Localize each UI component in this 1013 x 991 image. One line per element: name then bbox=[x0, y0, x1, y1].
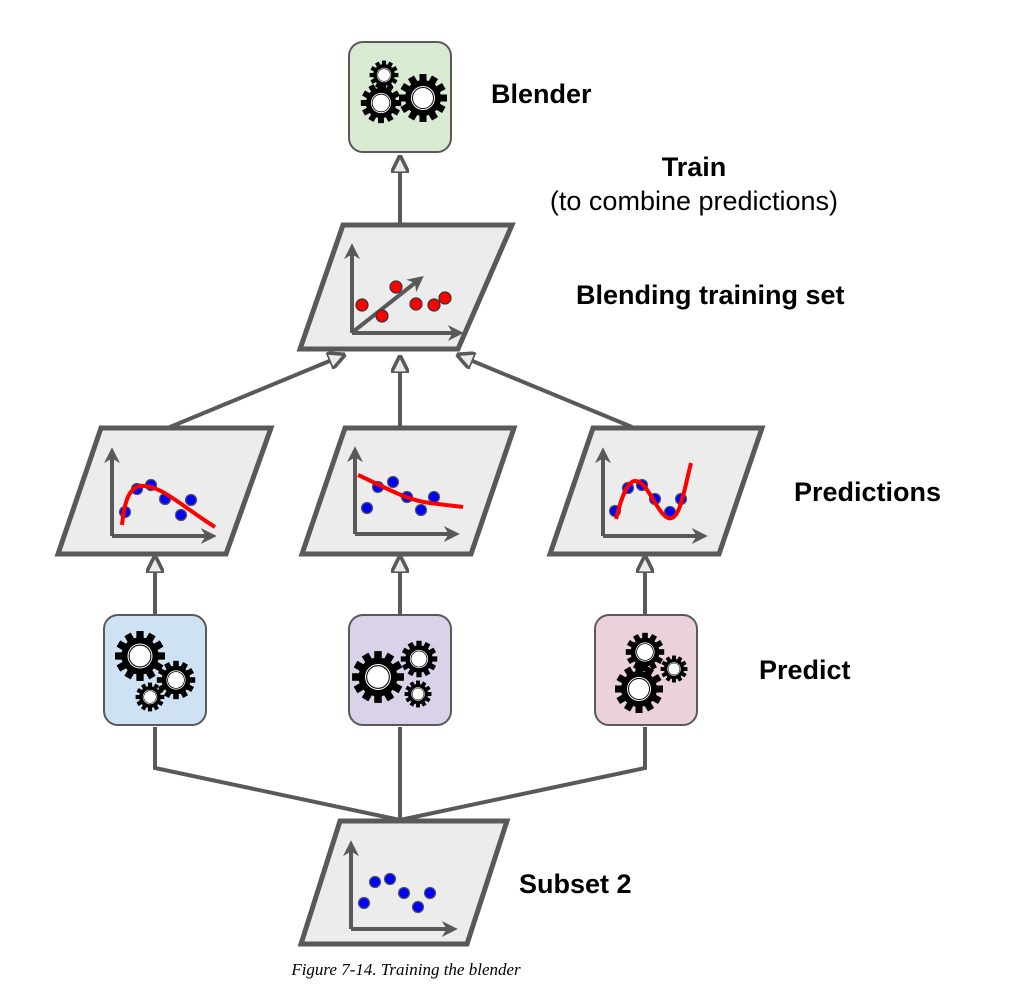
data-point bbox=[414, 503, 428, 517]
fit-curve bbox=[614, 462, 693, 521]
edge-prediction-3-to-blending-set bbox=[458, 355, 633, 429]
data-point bbox=[375, 309, 389, 323]
blending-set-node bbox=[296, 222, 516, 352]
blue-points bbox=[357, 872, 437, 914]
edge-subset-to-predictor-3 bbox=[399, 727, 647, 822]
data-point bbox=[355, 298, 369, 312]
blender-node bbox=[348, 41, 452, 153]
blending-set-label: Blending training set bbox=[576, 280, 845, 310]
fit-curve bbox=[120, 483, 217, 529]
axes bbox=[595, 447, 708, 544]
data-point bbox=[409, 297, 423, 311]
blending-set-panel bbox=[296, 222, 516, 352]
prediction-3-node bbox=[546, 425, 766, 557]
data-point bbox=[389, 280, 403, 294]
prediction-2-node bbox=[298, 425, 518, 557]
subset-2-node bbox=[297, 818, 511, 947]
edge-subset-to-predictor-1 bbox=[153, 727, 401, 822]
figure-caption: Figure 7-14. Training the blender bbox=[290, 960, 521, 979]
data-point bbox=[174, 508, 188, 522]
data-point bbox=[357, 896, 371, 910]
red-points bbox=[355, 280, 452, 323]
axes bbox=[347, 446, 460, 542]
edge-prediction-1-to-blending-set bbox=[169, 355, 344, 429]
axes bbox=[344, 243, 464, 341]
data-point bbox=[411, 900, 425, 914]
data-point bbox=[438, 291, 452, 305]
data-point bbox=[427, 298, 441, 312]
predictor-3-node bbox=[594, 614, 698, 726]
blender-label: Blender bbox=[491, 79, 592, 109]
data-point bbox=[184, 493, 198, 507]
axes bbox=[343, 840, 458, 937]
train-sublabel: (to combine predictions) bbox=[550, 186, 838, 216]
data-point bbox=[397, 886, 411, 900]
data-point bbox=[383, 872, 397, 886]
subset-label: Subset 2 bbox=[519, 869, 632, 899]
fit-curve bbox=[357, 473, 464, 509]
data-point bbox=[386, 475, 400, 489]
train-label: Train bbox=[662, 152, 727, 182]
data-point bbox=[423, 886, 437, 900]
predictor-2-node bbox=[348, 614, 452, 726]
connectors bbox=[153, 157, 647, 822]
axes bbox=[104, 447, 217, 544]
prediction-1-node bbox=[54, 425, 275, 557]
predictions-label: Predictions bbox=[794, 477, 941, 507]
blue-points bbox=[360, 475, 441, 517]
subset-2-panel bbox=[297, 818, 511, 947]
predictor-1-node bbox=[103, 614, 207, 726]
data-point bbox=[427, 490, 441, 504]
data-point bbox=[368, 875, 382, 889]
predict-label: Predict bbox=[759, 655, 851, 685]
data-point bbox=[360, 501, 374, 515]
